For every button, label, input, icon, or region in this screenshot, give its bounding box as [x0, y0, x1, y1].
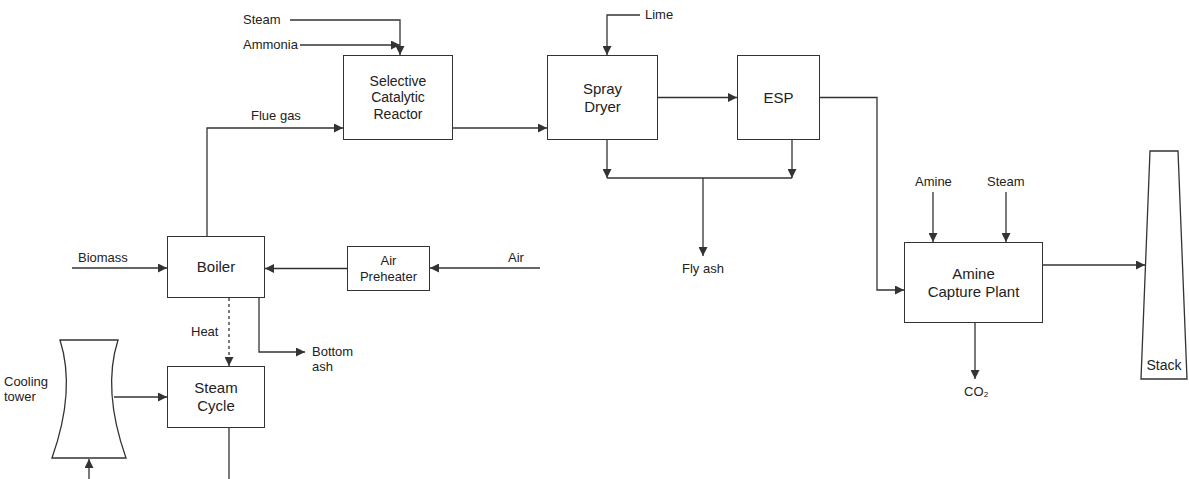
unit-label: Stack — [1140, 357, 1188, 374]
box-label: Spray Dryer — [568, 80, 638, 115]
stack-symbol — [1140, 150, 1188, 380]
box-label: Amine Capture Plant — [926, 265, 1021, 300]
edge-label: Heat — [190, 324, 219, 339]
flow-connector — [265, 268, 347, 269]
flow-connector — [114, 396, 167, 397]
product-line — [974, 323, 975, 379]
process-box: Selective Catalytic Reactor — [343, 55, 453, 140]
feed-line — [300, 44, 400, 45]
flow-connector — [207, 128, 343, 236]
box-label: Selective Catalytic Reactor — [353, 73, 443, 123]
unit-label: Cooling tower — [4, 374, 52, 405]
cooling-tower-symbol — [52, 340, 126, 458]
flow-connector — [228, 298, 229, 366]
box-label: Steam Cycle — [186, 379, 246, 414]
ash-line — [259, 298, 305, 352]
ash-line — [791, 140, 792, 178]
process-box: Steam Cycle — [167, 366, 265, 428]
process-box: Amine Capture Plant — [904, 242, 1043, 323]
stream-label: Steam — [243, 12, 281, 27]
flow-connector — [820, 98, 904, 291]
ash-line — [702, 178, 703, 256]
ash-line — [607, 177, 792, 178]
edge-label: Flue gas — [250, 108, 302, 123]
feed-line — [290, 20, 400, 55]
water-line — [88, 459, 89, 479]
feed-line — [932, 192, 933, 242]
stack: Stack — [1140, 150, 1188, 380]
feed-line — [607, 15, 640, 55]
stream-label: Fly ash — [682, 261, 724, 276]
stream-label: Ammonia — [243, 37, 298, 52]
stream-label: Lime — [645, 7, 673, 22]
process-box: Boiler — [167, 236, 265, 298]
process-box: Spray Dryer — [547, 55, 658, 140]
feed-line — [72, 267, 167, 268]
water-line — [228, 428, 229, 479]
process-box: Air Preheater — [347, 246, 430, 291]
flow-connector — [453, 127, 547, 128]
feed-line — [1005, 192, 1006, 242]
ash-line — [606, 140, 607, 178]
stream-label: Biomass — [78, 250, 128, 265]
box-label: Boiler — [197, 258, 235, 276]
box-label: Air Preheater — [356, 253, 422, 284]
stream-label: Bottom ash — [312, 344, 362, 375]
stack-outline — [1141, 151, 1187, 379]
cooling-tower: Cooling tower — [4, 340, 126, 458]
stream-label: Amine — [915, 174, 952, 189]
box-label: ESP — [763, 89, 793, 107]
flow-connector — [658, 97, 737, 98]
cooling-tower-outline — [52, 340, 126, 458]
stream-label: Air — [508, 250, 524, 265]
flow-connector — [1043, 264, 1145, 265]
process-box: ESP — [737, 55, 820, 140]
stream-label: CO₂ — [964, 384, 989, 399]
feed-line — [430, 267, 540, 268]
stream-label: Steam — [987, 174, 1025, 189]
